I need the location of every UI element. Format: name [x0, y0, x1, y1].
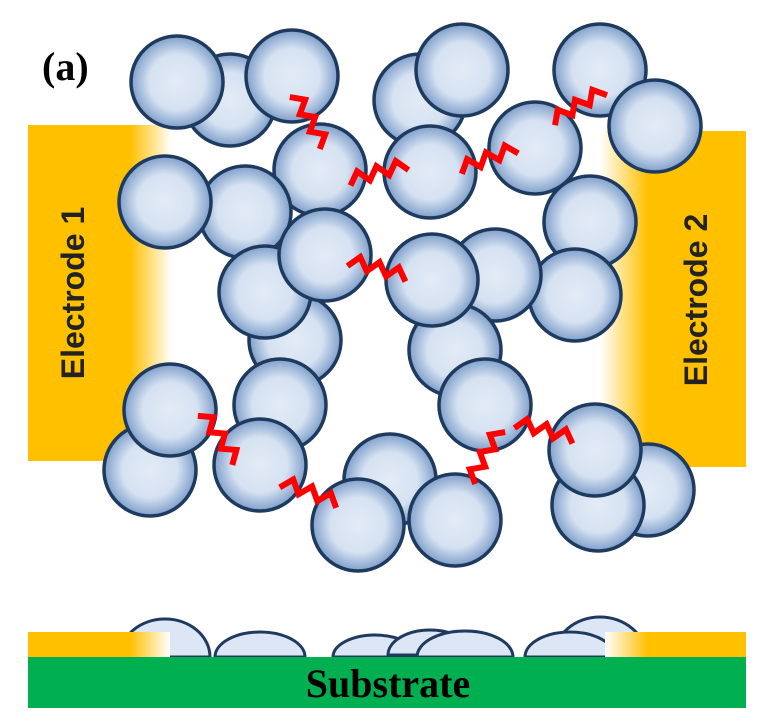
substrate-panel: Substrate — [28, 615, 746, 708]
nanoparticle — [437, 357, 533, 453]
nanoparticle — [197, 164, 293, 260]
linker-molecule — [552, 85, 609, 126]
substrate-label: Substrate — [306, 661, 470, 706]
linker-molecule — [465, 429, 506, 486]
linker-molecule — [278, 475, 339, 509]
nanoparticle — [547, 402, 643, 498]
panel-label: (a) — [42, 44, 89, 89]
nanoparticle — [129, 34, 225, 130]
flattened-nanoparticle — [213, 630, 307, 659]
electrode-1-label: Electrode 1 — [55, 207, 91, 380]
linker-molecule — [512, 414, 576, 445]
flattened-nanoparticle — [415, 629, 515, 659]
linker-molecule — [197, 412, 241, 466]
nanoparticle — [384, 232, 480, 328]
nanoparticle — [122, 362, 218, 458]
linker-molecule — [345, 252, 409, 283]
nanoparticle — [277, 207, 373, 303]
nanoparticle — [414, 22, 510, 118]
linker-molecule — [289, 94, 330, 151]
nanoparticle-network — [102, 22, 703, 573]
linker-molecule — [459, 141, 520, 175]
molecular-linkers — [197, 85, 609, 509]
nanoparticle — [607, 78, 703, 174]
nanoparticle — [407, 472, 503, 568]
electrode-2-label: Electrode 2 — [678, 214, 714, 387]
linker-molecule — [347, 156, 411, 187]
nanoparticle — [527, 247, 623, 343]
nanoparticle — [244, 28, 340, 124]
nanoparticle — [117, 154, 213, 250]
substrate — [28, 657, 746, 708]
